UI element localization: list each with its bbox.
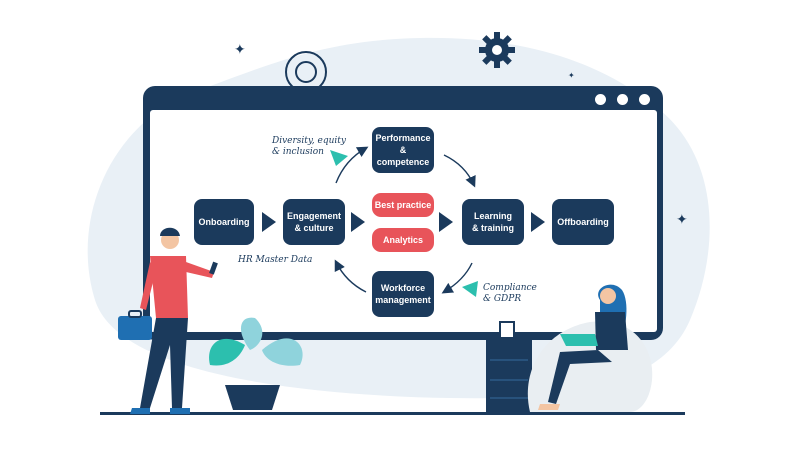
teal-pointer-icon	[462, 281, 478, 297]
woman-illustration	[527, 284, 653, 412]
cabinet-illustration	[486, 321, 532, 412]
arrow-right-icon	[439, 212, 453, 232]
plant-illustration	[209, 317, 303, 410]
curve-arrow	[443, 154, 476, 188]
node-offboarding: Offboarding	[552, 199, 614, 245]
node-onboarding: Onboarding	[194, 199, 254, 245]
curve-arrow	[335, 146, 369, 184]
note-hr-master-data: HR Master Data	[238, 255, 313, 265]
sparkle-icon: ✦	[676, 211, 688, 227]
arrow-right-icon	[531, 212, 545, 232]
floor-line	[100, 412, 685, 415]
window-dot	[595, 94, 606, 105]
note-compliance: Compliance & GDPR	[483, 283, 537, 304]
curve-arrow	[441, 262, 473, 294]
man-illustration	[118, 227, 218, 414]
sparkle-icon: ✦	[568, 71, 575, 80]
sparkle-icon: ✦	[234, 41, 246, 57]
window-dot	[617, 94, 628, 105]
arrow-right-icon	[262, 212, 276, 232]
arrow-right-icon	[351, 212, 365, 232]
node-engagement-culture: Engagement & culture	[283, 199, 345, 245]
gear-icon	[479, 32, 515, 68]
node-workforce-management: Workforce management	[372, 271, 434, 317]
note-diversity: Diversity, equity & inclusion	[272, 136, 346, 157]
window-dot	[639, 94, 650, 105]
node-best-practice: Best practice	[372, 193, 434, 217]
node-learning-training: Learning & training	[462, 199, 524, 245]
node-analytics: Analytics	[372, 228, 434, 252]
teal-pointer-icon	[330, 150, 348, 166]
node-performance-competence: Performance & competence	[372, 127, 434, 173]
curve-arrow	[334, 259, 367, 293]
